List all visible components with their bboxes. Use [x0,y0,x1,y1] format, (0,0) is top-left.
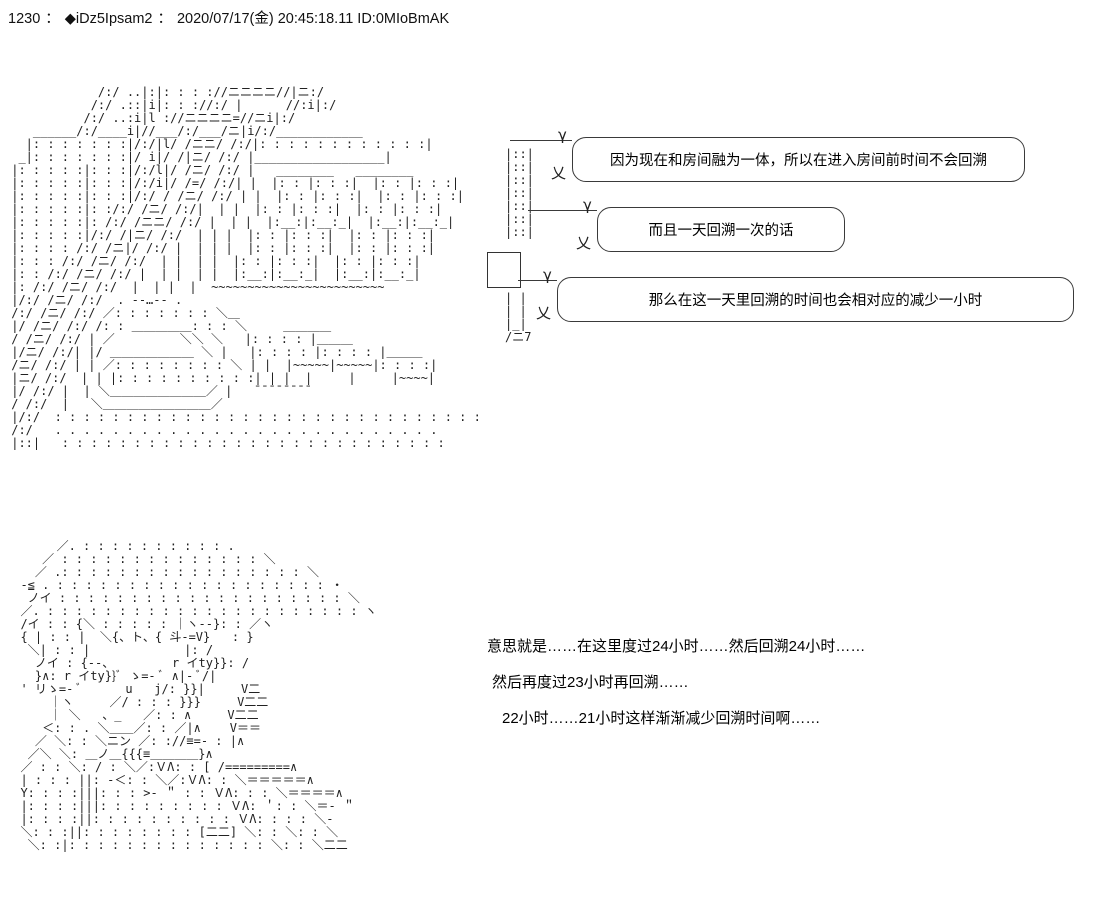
post-number: 1230 [8,11,41,27]
speech-bubble-1: 因为现在和房间融为一体，所以在进入房间前时间不会回溯 [572,137,1025,182]
speech-bubble-2-text: 而且一天回溯一次的话 [648,223,794,239]
bubble-3-overline [518,280,557,281]
bubble-2-overline [528,210,597,211]
bubble-1-tail-top: γ [558,126,568,144]
post-tripcode: ◆iDz5Ipsam2 [64,11,153,27]
bubble-1-overline [510,140,572,141]
dialogue-line-1: 意思就是……在这里度过24小时……然后回溯24小时…… [487,638,866,655]
post-header: 1230：◆iDz5Ipsam2：2020/07/17(金) 20:45:18.… [8,7,449,28]
speech-bubble-1-text: 因为现在和房间融为一体，所以在进入房间前时间不会回溯 [610,153,987,169]
bubble-2-tail-bottom: 乂 [576,234,592,252]
dialogue-line-2: 然后再度过23小时再回溯…… [492,674,689,691]
post-id: ID:0MIoBmAK [357,11,450,27]
bubble-1-tail-bottom: 乂 [551,164,567,182]
connector-ascii-top: |::| |::| |::| |::| |::| |::| |::| [505,147,534,239]
dialogue-line-3: 22小时……21小时这样渐渐减少回溯时间啊…… [502,710,821,727]
separator: ： [45,11,60,27]
bubble-3-tail-bottom: 乂 [536,304,552,322]
room-ascii-art: /:/ ..|:|: : : ://ニニニニ//|ニ:/ /:/ .::|i|:… [11,85,481,450]
post-datetime: 2020/07/17(金) 20:45:18.11 [176,11,354,27]
connector-ascii-bottom: | | | | |_| /ニ7 [505,291,532,344]
character-ascii-art: ／. : : : : : : : : : : . ／ : : : : : : :… [20,539,377,852]
speech-bubble-2: 而且一天回溯一次的话 [597,207,845,252]
speech-bubble-3: 那么在这一天里回溯的时间也会相对应的减少一小时 [557,277,1074,322]
bubble-2-tail-top: γ [583,196,593,214]
separator: ： [157,11,172,27]
bubble-3-tail-top: γ [543,266,553,284]
door-box [487,252,521,288]
speech-bubble-3-text: 那么在这一天里回溯的时间也会相对应的减少一小时 [648,293,983,309]
